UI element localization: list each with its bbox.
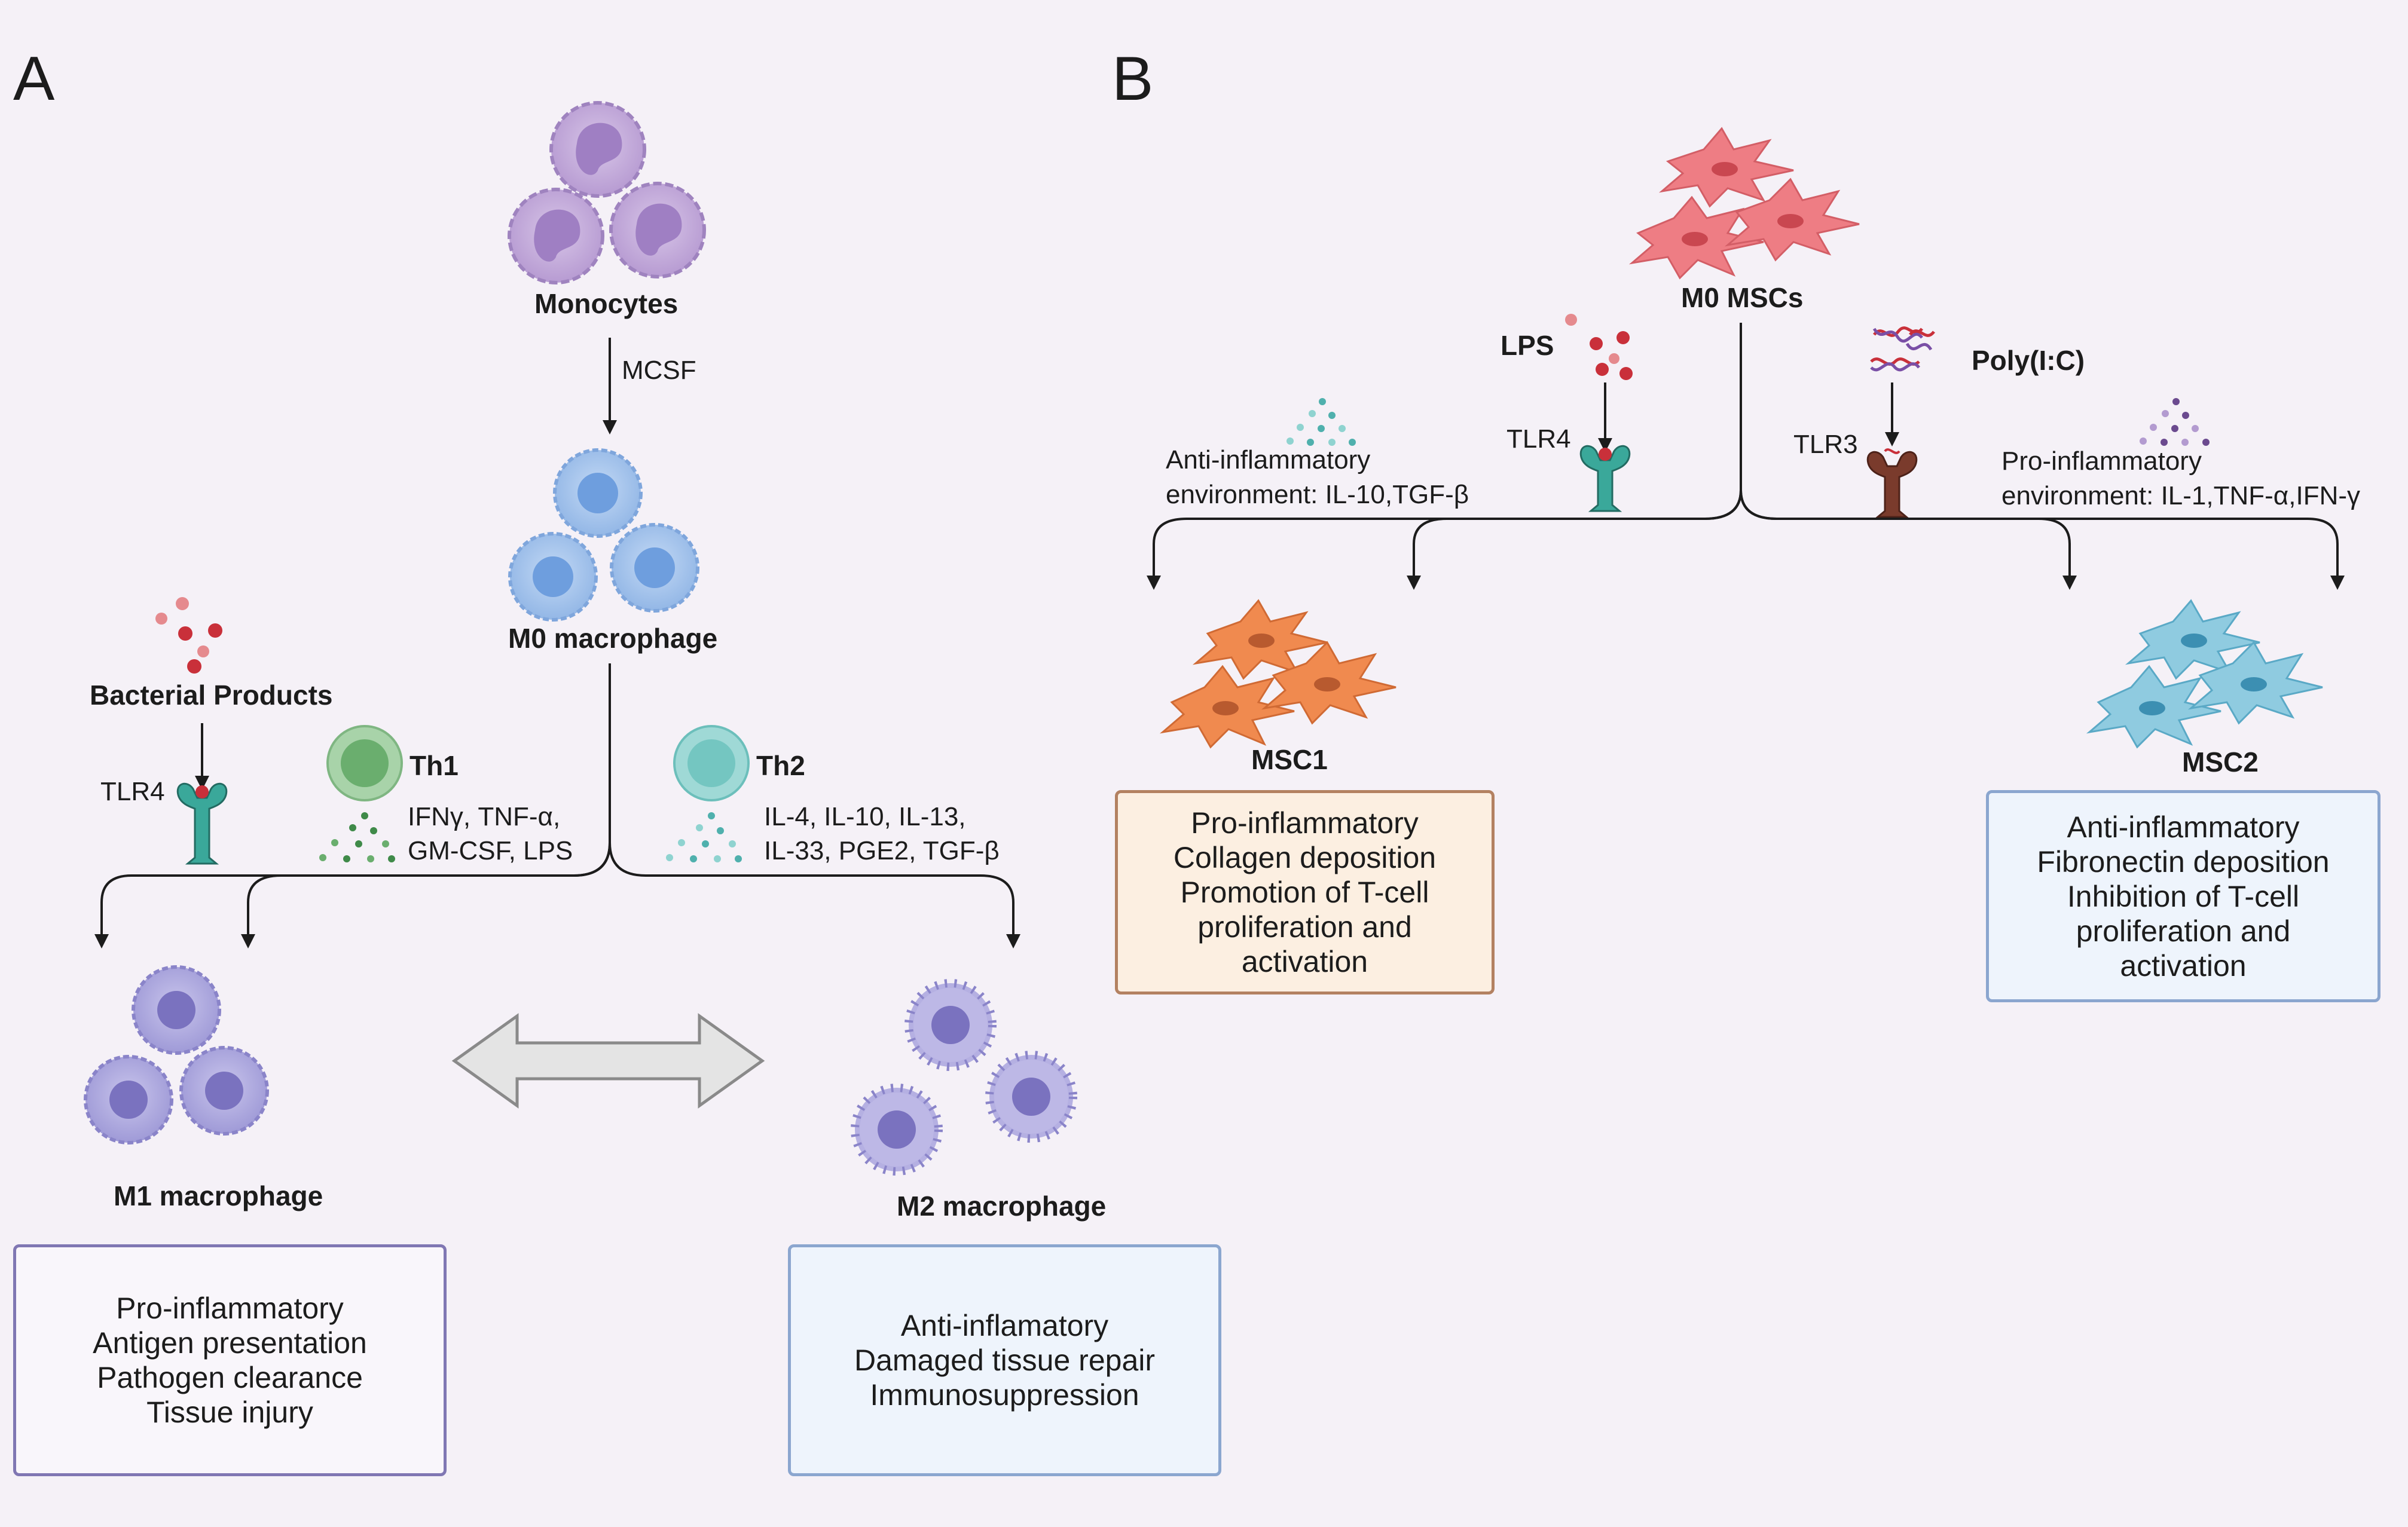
bacterial-products-icon xyxy=(155,597,222,674)
m0-macrophage-icon xyxy=(508,448,699,622)
msc2-label: MSC2 xyxy=(2182,746,2259,778)
m2-macrophage-icon xyxy=(851,979,1077,1176)
m0-mscs-label: M0 MSCs xyxy=(1681,282,1804,313)
anti-environment-line2: environment: IL-10,TGF-β xyxy=(1166,480,1469,509)
th2-label: Th2 xyxy=(756,750,805,781)
msc1-property-line: proliferation and xyxy=(1197,910,1412,944)
poly-ic-label: Poly(I:C) xyxy=(1972,345,2085,376)
msc1-property-line: Pro-inflammatory xyxy=(1191,806,1419,840)
pro-inflammatory-dots-icon xyxy=(2140,398,2210,446)
panel-a-letter: A xyxy=(13,44,55,114)
panel-b-branches xyxy=(1147,323,2345,590)
mcsf-label: MCSF xyxy=(622,356,696,385)
th2-cytokines-line1: IL-4, IL-10, IL-13, xyxy=(764,802,966,831)
m2-property-line: Anti-inflamatory xyxy=(900,1309,1109,1342)
msc2-icon xyxy=(2086,599,2323,749)
msc1-icon xyxy=(1159,599,1396,749)
m1-macrophage-label: M1 macrophage xyxy=(114,1180,323,1211)
tlr3-label: TLR3 xyxy=(1793,430,1858,459)
m2-properties-box: Anti-inflamatory Damaged tissue repair I… xyxy=(788,1244,1221,1476)
msc1-label: MSC1 xyxy=(1251,744,1328,775)
msc2-properties-box: Anti-inflammatory Fibronectin deposition… xyxy=(1986,790,2381,1002)
m2-property-line: Immunosuppression xyxy=(870,1378,1139,1412)
msc2-property-line: Inhibition of T-cell xyxy=(2067,879,2300,913)
bacterial-products-label: Bacterial Products xyxy=(90,680,333,711)
th2-cell-icon xyxy=(673,725,750,801)
msc1-property-line: activation xyxy=(1241,945,1368,978)
th2-cytokines-line2: IL-33, PGE2, TGF-β xyxy=(764,836,1000,865)
m2-property-line: Damaged tissue repair xyxy=(854,1344,1156,1377)
double-arrow-icon xyxy=(451,1013,765,1109)
m1-property-line: Pathogen clearance xyxy=(97,1361,363,1394)
th1-cytokines-line2: GM-CSF, LPS xyxy=(408,836,573,865)
m1-property-line: Pro-inflammatory xyxy=(116,1292,344,1325)
tlr4-receptor-b-icon xyxy=(1579,445,1631,512)
m1-property-line: Antigen presentation xyxy=(93,1326,367,1360)
msc1-properties-box: Pro-inflammatory Collagen deposition Pro… xyxy=(1115,790,1495,994)
th2-cytokine-dots-icon xyxy=(666,812,742,862)
lps-label: LPS xyxy=(1501,330,1554,361)
panel-b-letter: B xyxy=(1112,44,1154,114)
tlr4-b-label: TLR4 xyxy=(1506,424,1571,454)
msc2-property-line: proliferation and xyxy=(2076,914,2291,948)
tlr3-receptor-icon xyxy=(1866,448,1918,518)
th1-cytokine-dots-icon xyxy=(319,812,395,862)
th1-cytokines-line1: IFNγ, TNF-α, xyxy=(408,802,561,831)
th1-label: Th1 xyxy=(410,750,459,781)
m0-macrophage-label: M0 macrophage xyxy=(508,623,718,654)
msc1-property-line: Promotion of T-cell xyxy=(1180,876,1429,909)
m1-macrophage-icon xyxy=(84,965,269,1145)
msc2-property-line: Anti-inflammatory xyxy=(2067,810,2300,844)
lps-dots-icon xyxy=(1565,314,1633,380)
pro-environment-line2: environment: IL-1,TNF-α,IFN-γ xyxy=(2001,481,2360,510)
msc2-property-line: Fibronectin deposition xyxy=(2037,844,2330,879)
m1-properties-box: Pro-inflammatory Antigen presentation Pa… xyxy=(13,1244,447,1476)
panel-a-branches xyxy=(94,663,1020,948)
m0-mscs-icon xyxy=(1628,127,1860,280)
tlr4-label: TLR4 xyxy=(100,777,165,806)
m1-property-line: Tissue injury xyxy=(146,1396,313,1429)
anti-environment-line1: Anti-inflammatory xyxy=(1166,445,1371,475)
msc2-property-line: activation xyxy=(2120,948,2247,983)
monocytes-label: Monocytes xyxy=(534,288,679,319)
pro-environment-line1: Pro-inflammatory xyxy=(2001,446,2202,476)
poly-ic-rna-icon xyxy=(1870,326,1935,372)
tlr4-receptor-icon xyxy=(176,782,228,865)
th1-cell-icon xyxy=(326,725,403,801)
msc1-property-line: Collagen deposition xyxy=(1173,841,1437,874)
m2-macrophage-label: M2 macrophage xyxy=(897,1191,1107,1222)
anti-inflammatory-dots-icon xyxy=(1286,398,1356,446)
monocytes-icon xyxy=(508,101,706,284)
